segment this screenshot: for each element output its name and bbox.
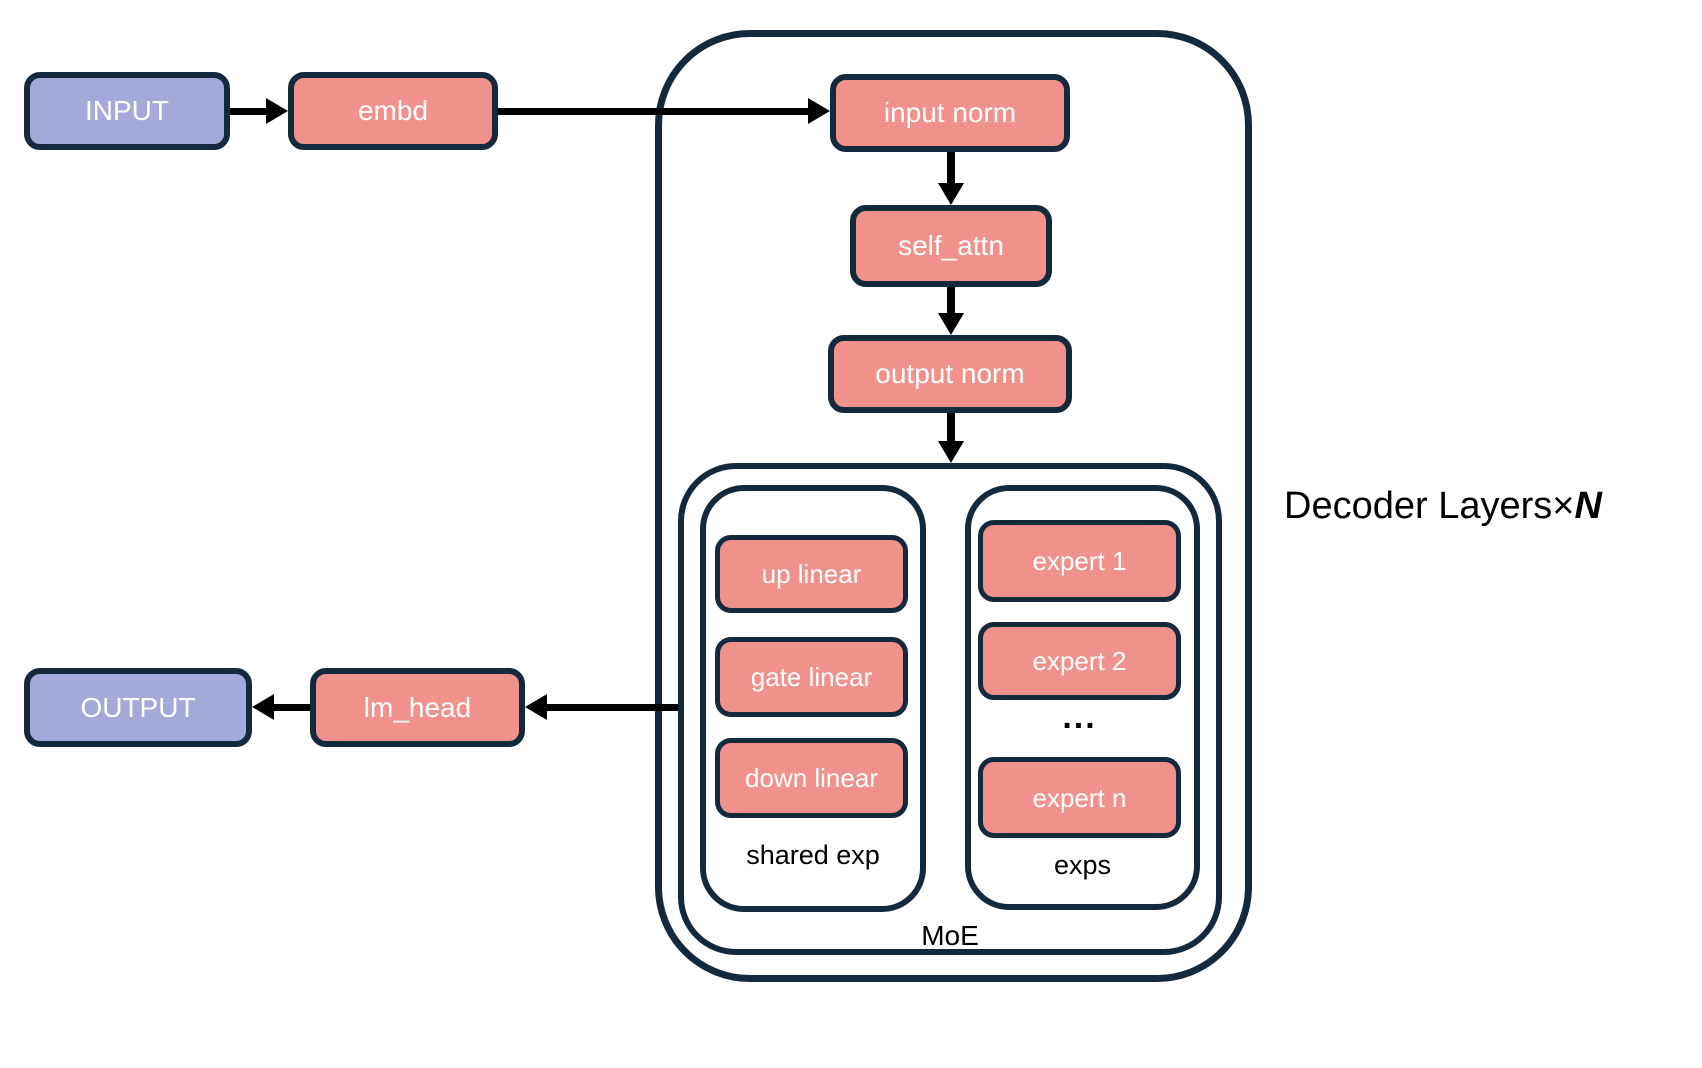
arrow-self-attn-to-output-norm: [947, 287, 955, 315]
up-linear-node: up linear: [715, 535, 908, 613]
arrowhead-moe-to-lm-head: [525, 694, 547, 720]
embd-node: embd: [288, 72, 498, 150]
lm-head-node: lm_head: [310, 668, 525, 747]
arrow-lm-head-to-output: [274, 704, 310, 711]
decoder-layers-n: N: [1574, 485, 1602, 527]
self-attn-node: self_attn: [850, 205, 1052, 287]
decoder-layers-text: Decoder Layers×: [1284, 485, 1575, 527]
output-node: OUTPUT: [24, 668, 252, 747]
arrow-moe-to-lm-head: [547, 704, 678, 711]
input-node: INPUT: [24, 72, 230, 150]
arrowhead-output-norm-to-moe: [938, 441, 964, 463]
output-norm-node: output norm: [828, 335, 1072, 413]
arrowhead-self-attn-to-output-norm: [938, 313, 964, 335]
arrow-input-norm-to-self-attn: [947, 152, 955, 185]
decoder-layers-label: Decoder Layers×N: [1284, 487, 1602, 525]
down-linear-node: down linear: [715, 738, 908, 818]
shared-exp-label: shared exp: [746, 840, 880, 870]
gate-linear-node: gate linear: [715, 637, 908, 717]
arrowhead-input-norm-to-self-attn: [938, 183, 964, 205]
input-norm-node: input norm: [830, 74, 1070, 152]
arrow-output-norm-to-moe: [947, 413, 955, 443]
expert-1-node: expert 1: [978, 520, 1181, 602]
arrow-embd-to-input-norm: [498, 108, 809, 115]
arrowhead-embd-to-input-norm: [808, 98, 830, 124]
exps-label: exps: [1053, 850, 1112, 880]
expert-2-node: expert 2: [978, 622, 1181, 700]
arrow-input-to-embd: [230, 108, 268, 115]
experts-ellipsis-label: ...: [1062, 698, 1097, 736]
expert-n-node: expert n: [978, 757, 1181, 838]
arrowhead-input-to-embd: [266, 98, 288, 124]
moe-label: MoE: [921, 920, 979, 951]
arrowhead-lm-head-to-output: [252, 694, 274, 720]
